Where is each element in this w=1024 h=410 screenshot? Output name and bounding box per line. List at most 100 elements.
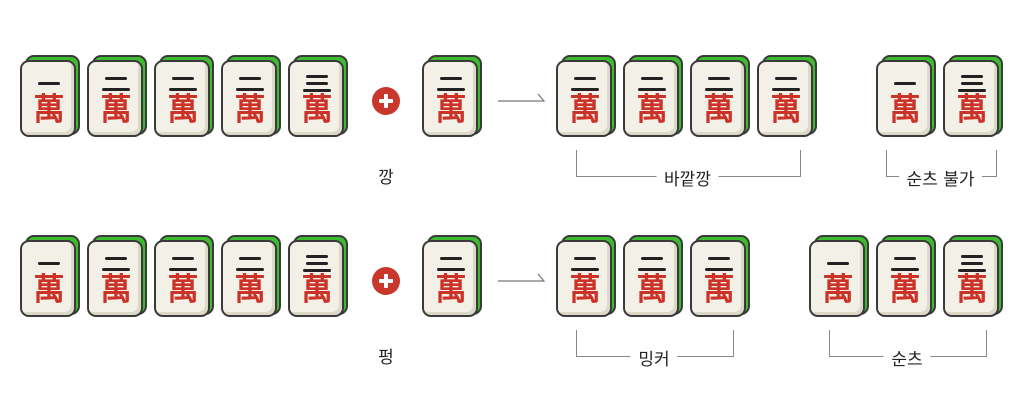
tile-suit-character: 萬 [889, 272, 921, 308]
mahjong-tile: 萬 [20, 55, 82, 137]
numeral-stroke [236, 268, 264, 271]
tile-number-3 [957, 75, 987, 93]
tile-face: 萬 [288, 240, 344, 317]
tile-face: 萬 [876, 240, 932, 317]
tile-number-2 [570, 75, 600, 93]
mahjong-tile: 萬 [20, 235, 82, 317]
mahjong-tile: 萬 [876, 55, 938, 137]
numeral-stroke [306, 75, 328, 78]
tile-number-2 [101, 75, 131, 93]
numeral-stroke [239, 77, 261, 80]
tile-suit-character: 萬 [822, 272, 854, 308]
tile-number-2 [771, 75, 801, 93]
tile-suit-character: 萬 [167, 272, 199, 308]
tile-face: 萬 [623, 240, 679, 317]
tile-face: 萬 [154, 60, 210, 137]
mahjong-tile: 萬 [623, 55, 685, 137]
numeral-stroke [306, 262, 328, 265]
mahjong-tile: 萬 [809, 235, 871, 317]
tile-number-2 [235, 255, 265, 273]
numeral-stroke [894, 257, 916, 260]
tile-number-2 [570, 255, 600, 273]
tile-number-1 [823, 255, 853, 273]
numeral-stroke [961, 262, 983, 265]
tile-face: 萬 [556, 240, 612, 317]
numeral-stroke [958, 89, 986, 92]
tile-face: 萬 [422, 60, 478, 137]
mahjong-tile: 萬 [87, 235, 149, 317]
tile-face: 萬 [20, 60, 76, 137]
tile-number-2 [436, 255, 466, 273]
numeral-stroke [38, 262, 60, 265]
tile-suit-character: 萬 [956, 272, 988, 308]
tile-suit-character: 萬 [33, 272, 65, 308]
numeral-stroke [105, 257, 127, 260]
tile-suit-character: 萬 [636, 272, 668, 308]
tile-face: 萬 [221, 60, 277, 137]
plus-icon [372, 87, 400, 115]
tile-number-2 [168, 75, 198, 93]
mahjong-tile: 萬 [943, 235, 1005, 317]
numeral-stroke [303, 269, 331, 272]
numeral-stroke [102, 268, 130, 271]
numeral-stroke [705, 88, 733, 91]
numeral-stroke [105, 77, 127, 80]
mahjong-tile: 萬 [623, 235, 685, 317]
tile-number-1 [34, 75, 64, 93]
tile-face: 萬 [690, 60, 746, 137]
tile-face: 萬 [422, 240, 478, 317]
tile-suit-character: 萬 [569, 92, 601, 128]
tile-suit-character: 萬 [703, 272, 735, 308]
numeral-stroke [775, 77, 797, 80]
numeral-stroke [306, 82, 328, 85]
numeral-stroke [437, 88, 465, 91]
group-label: 바깥깡 [656, 165, 719, 190]
mahjong-tile: 萬 [422, 55, 484, 137]
numeral-stroke [827, 262, 849, 265]
group-label: 순츠 불가 [898, 165, 983, 190]
numeral-stroke [772, 88, 800, 91]
tile-suit-character: 萬 [770, 92, 802, 128]
mahjong-tile: 萬 [757, 55, 819, 137]
numeral-stroke [891, 268, 919, 271]
numeral-stroke [169, 88, 197, 91]
tile-face: 萬 [876, 60, 932, 137]
numeral-stroke [961, 82, 983, 85]
numeral-stroke [705, 268, 733, 271]
numeral-stroke [574, 77, 596, 80]
tile-number-2 [235, 75, 265, 93]
numeral-stroke [440, 77, 462, 80]
tile-face: 萬 [757, 60, 813, 137]
numeral-stroke [894, 82, 916, 85]
mahjong-tile: 萬 [690, 235, 752, 317]
numeral-stroke [708, 77, 730, 80]
numeral-stroke [172, 77, 194, 80]
tile-number-2 [637, 255, 667, 273]
arrow-icon [498, 273, 546, 282]
numeral-stroke [303, 89, 331, 92]
numeral-stroke [440, 257, 462, 260]
tile-suit-character: 萬 [100, 272, 132, 308]
tile-suit-character: 萬 [234, 272, 266, 308]
tile-suit-character: 萬 [889, 92, 921, 128]
numeral-stroke [708, 257, 730, 260]
mahjong-tile: 萬 [943, 55, 1005, 137]
tile-suit-character: 萬 [703, 92, 735, 128]
action-label: 펑 [378, 348, 394, 368]
mahjong-tile: 萬 [690, 55, 752, 137]
numeral-stroke [638, 268, 666, 271]
tile-suit-character: 萬 [569, 272, 601, 308]
mahjong-tile: 萬 [876, 235, 938, 317]
tile-suit-character: 萬 [435, 272, 467, 308]
numeral-stroke [958, 269, 986, 272]
tile-number-3 [957, 255, 987, 273]
numeral-stroke [236, 88, 264, 91]
tile-number-2 [704, 75, 734, 93]
numeral-stroke [571, 88, 599, 91]
tile-face: 萬 [690, 240, 746, 317]
numeral-stroke [638, 88, 666, 91]
mahjong-tile: 萬 [556, 235, 618, 317]
tile-face: 萬 [87, 240, 143, 317]
tile-number-2 [704, 255, 734, 273]
tile-face: 萬 [556, 60, 612, 137]
